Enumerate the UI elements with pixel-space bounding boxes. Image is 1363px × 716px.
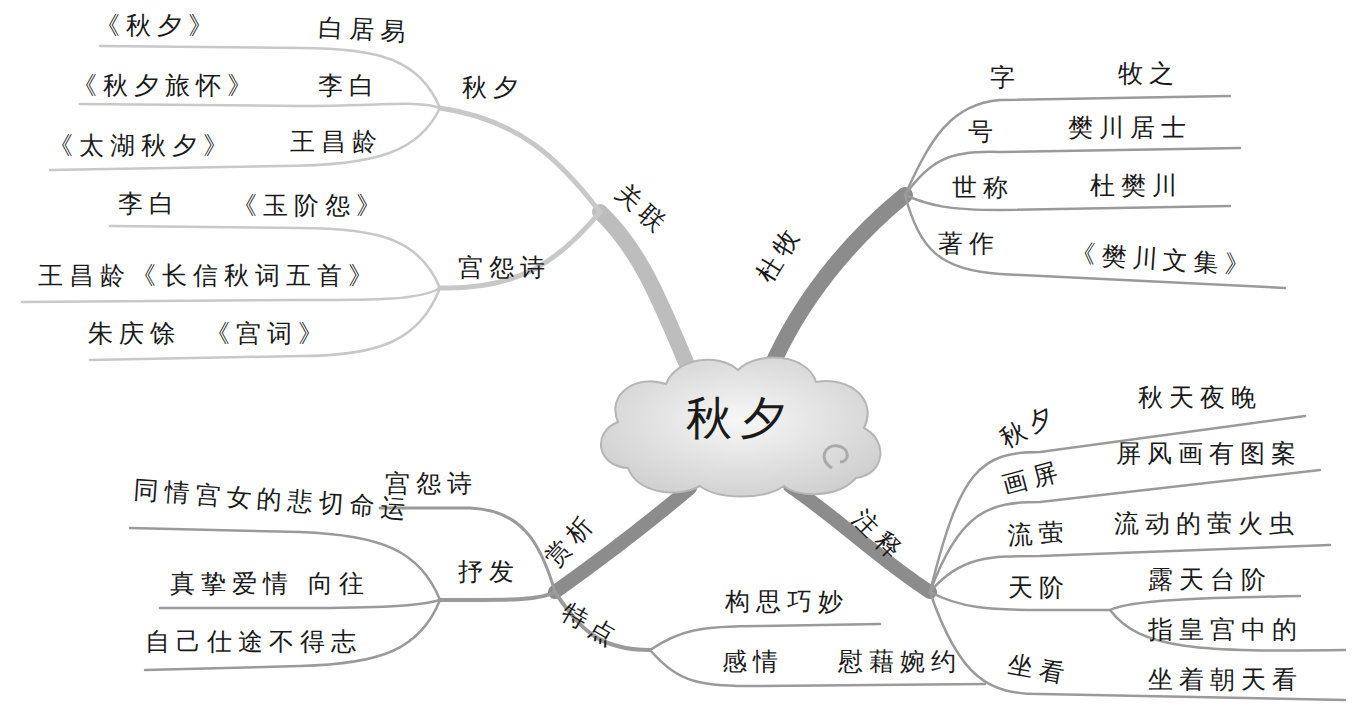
branch-label: 画屏 [999, 456, 1066, 499]
cloud-node: 秋夕 [588, 348, 892, 502]
branch-label: 白居易 [317, 14, 411, 46]
branch-label: 自己仕途不得志 [145, 628, 362, 656]
branch-label: 同情宫女的悲切命运 [132, 476, 412, 523]
branch-label: 坐着朝天看 [1148, 666, 1303, 694]
branch-label: 流萤 [1007, 518, 1070, 549]
branch-label: 《宫词》 [205, 320, 329, 348]
branch-label: 特点 [557, 598, 624, 653]
branch-label: 王昌龄 [290, 128, 383, 156]
branch-label: 宫怨诗 [458, 254, 551, 282]
branch-label: 《秋夕旅怀》 [72, 72, 258, 100]
branch-label: 杜樊川 [1090, 172, 1183, 200]
branch-label: 《太湖秋夕》 [48, 132, 234, 160]
branch-label: 抒发 [458, 558, 520, 586]
branch-label: 李白 [118, 190, 180, 218]
branch-label: 慰藉婉约 [838, 648, 962, 676]
branch-label: 构思巧妙 [725, 588, 849, 616]
branch-label: 露天台阶 [1148, 566, 1272, 594]
branch-label: 字 [990, 64, 1021, 92]
branch-label: 秋夕 [462, 74, 524, 102]
branch-label: 真挚爱情 向往 [170, 570, 370, 598]
branch-label: 樊川居士 [1068, 114, 1192, 142]
branch-label: 《秋夕》 [95, 12, 219, 40]
branch-label: 感情 [722, 648, 784, 676]
branch-label: 杜牧 [751, 220, 807, 287]
branch-label: 牧之 [1118, 60, 1180, 88]
branch-label: 指皇宫中的 [1148, 616, 1303, 644]
branch-label: 屏风画有图案 [1116, 440, 1302, 468]
branch-label: 天阶 [1008, 574, 1070, 602]
branch-label: 坐看 [1006, 651, 1072, 689]
branch-label: 《玉阶怨》 [232, 192, 387, 220]
branch-label: 李白 [318, 72, 380, 100]
branch-label: 《樊川文集》 [1069, 240, 1256, 280]
branch-label: 号 [968, 118, 999, 146]
branch-label: 著作 [938, 230, 1000, 258]
branch-label: 秋天夜晚 [1138, 384, 1262, 412]
branch-label: 秋夕 [995, 399, 1063, 452]
center-topic: 秋夕 [686, 388, 794, 450]
branch-label: 宫怨诗 [385, 470, 478, 498]
branch-label: 世称 [952, 174, 1014, 202]
branch-label: 朱庆馀 [88, 320, 181, 348]
branch-label: 流动的萤火虫 [1114, 510, 1300, 538]
branch-label: 王昌龄《长信秋词五首》 [38, 262, 379, 290]
